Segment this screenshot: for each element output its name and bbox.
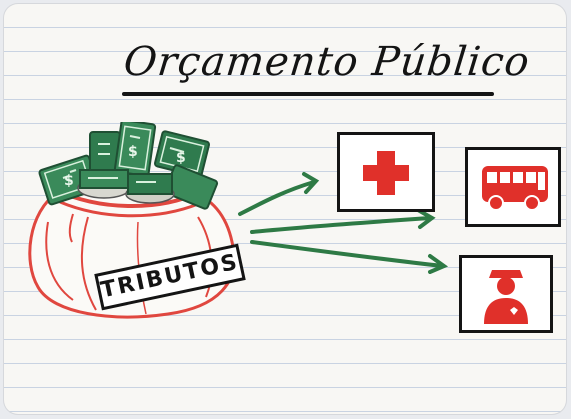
arrow-to-security xyxy=(250,240,444,268)
flow-arrows xyxy=(238,172,449,274)
title-underline xyxy=(122,92,494,96)
police-officer-icon xyxy=(484,270,528,324)
svg-text:$: $ xyxy=(128,144,138,160)
arrow-head-security-icon xyxy=(428,254,449,274)
arrow-to-health xyxy=(238,180,316,216)
svg-text:$: $ xyxy=(176,150,186,166)
arrow-to-transport xyxy=(250,216,432,234)
notebook-page: Orçamento Público $ $ xyxy=(4,4,566,414)
arrow-head-health-icon xyxy=(302,172,320,194)
page-title: Orçamento Público xyxy=(121,39,533,85)
security-card xyxy=(459,255,553,333)
transport-card xyxy=(465,147,561,227)
arrow-head-transport-icon xyxy=(416,208,436,229)
money-bag-icon: $ $ $ xyxy=(28,122,236,319)
svg-text:$: $ xyxy=(64,173,74,189)
money-pile: $ $ $ xyxy=(38,122,219,210)
health-cross-icon xyxy=(363,151,409,195)
bus-icon xyxy=(482,166,548,211)
tributos-tag: TRIBUTOS xyxy=(94,243,247,311)
health-card xyxy=(337,132,435,212)
